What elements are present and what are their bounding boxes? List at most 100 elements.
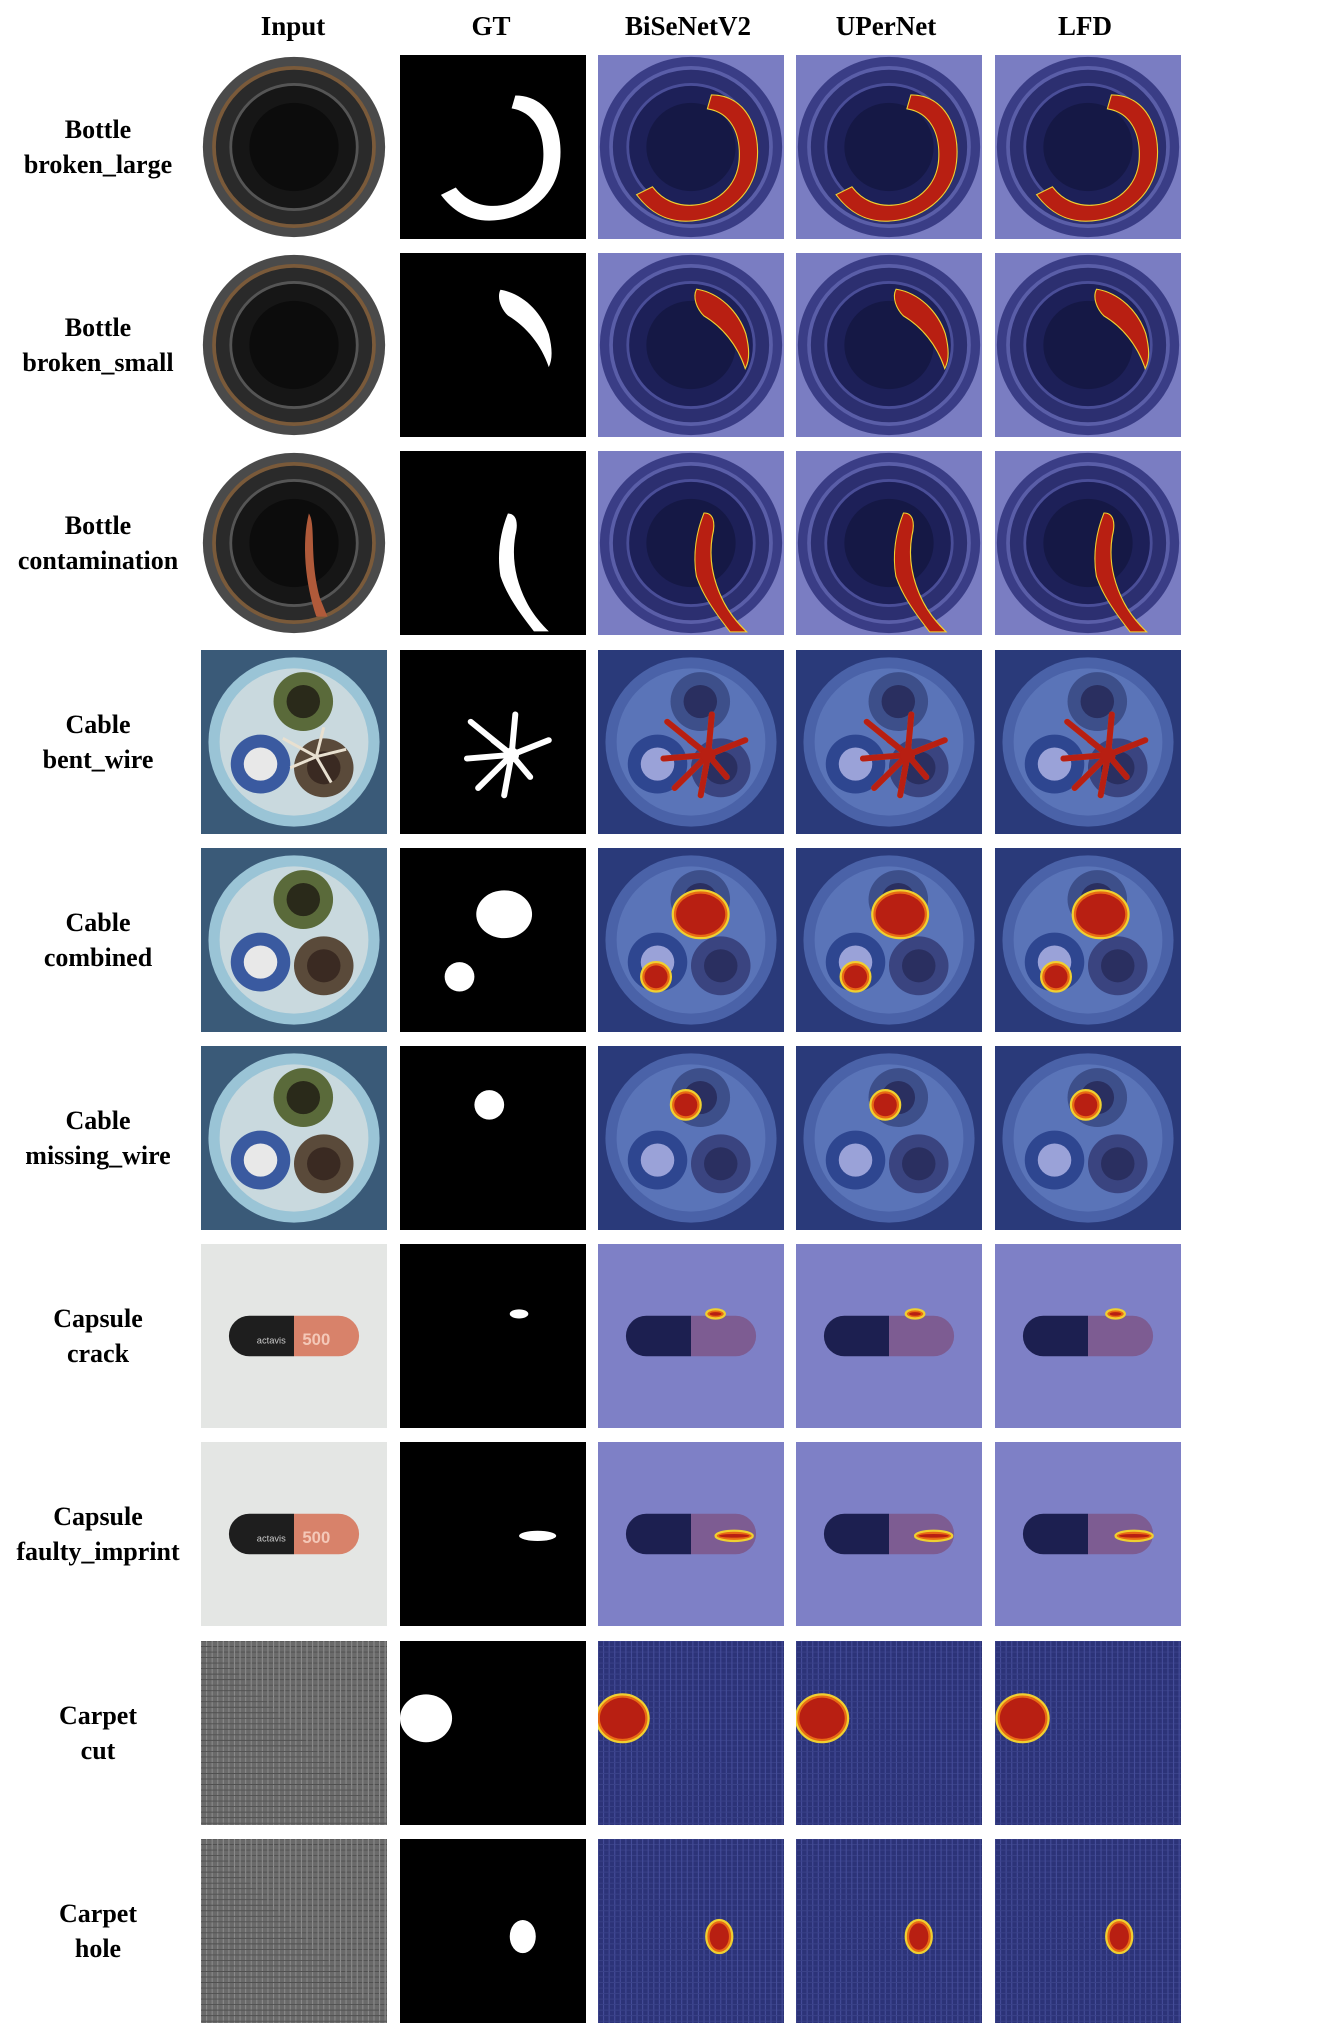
input-image xyxy=(201,1839,387,2023)
upernet-heatmap xyxy=(796,1244,982,1428)
lfd-heatmap xyxy=(995,1442,1181,1626)
row-defect-name: contamination xyxy=(17,546,179,575)
row-defect-name: faulty_imprint xyxy=(16,1537,180,1566)
row-object-name: Bottle xyxy=(64,313,132,342)
lfd-heatmap xyxy=(995,1244,1181,1428)
row-object-name: Capsule xyxy=(53,1502,143,1531)
bisenetv2-heatmap xyxy=(598,253,784,437)
bisenetv2-heatmap xyxy=(598,1046,784,1230)
input-image-graphic xyxy=(201,650,387,834)
bisenetv2-heatmap-graphic xyxy=(598,650,784,834)
ground-truth-mask xyxy=(400,253,586,437)
input-image-graphic xyxy=(201,848,387,1032)
ground-truth-mask-graphic xyxy=(400,1442,586,1626)
input-image xyxy=(201,650,387,834)
lfd-heatmap-graphic xyxy=(995,55,1181,239)
ground-truth-mask-graphic xyxy=(400,848,586,1032)
upernet-heatmap-graphic xyxy=(796,1839,982,2023)
input-image xyxy=(201,253,387,437)
column-header-lfd: LFD xyxy=(1058,11,1112,41)
row-label: Carpet cut xyxy=(0,1641,196,1825)
lfd-heatmap xyxy=(995,650,1181,834)
lfd-heatmap xyxy=(995,1839,1181,2023)
lfd-heatmap-graphic xyxy=(995,1839,1181,2023)
bisenetv2-heatmap-graphic xyxy=(598,451,784,635)
bisenetv2-heatmap xyxy=(598,1839,784,2023)
ground-truth-mask xyxy=(400,848,586,1032)
row-defect-name: crack xyxy=(66,1339,130,1368)
row-defect-name: cut xyxy=(80,1736,116,1765)
ground-truth-mask-graphic xyxy=(400,1641,586,1825)
row-object-name: Carpet xyxy=(59,1701,137,1730)
ground-truth-mask xyxy=(400,1046,586,1230)
upernet-heatmap-graphic xyxy=(796,650,982,834)
bisenetv2-heatmap-graphic xyxy=(598,253,784,437)
ground-truth-mask xyxy=(400,650,586,834)
input-image xyxy=(201,1641,387,1825)
capsule-brand-text: actavis xyxy=(257,1335,286,1345)
bisenetv2-heatmap-graphic xyxy=(598,55,784,239)
ground-truth-mask-graphic xyxy=(400,650,586,834)
lfd-heatmap-graphic xyxy=(995,650,1181,834)
row-defect-name: combined xyxy=(43,943,153,972)
row-object-name: Cable xyxy=(65,908,131,937)
upernet-heatmap xyxy=(796,650,982,834)
row-defect-name: bent_wire xyxy=(42,745,154,774)
input-image-graphic xyxy=(201,451,387,635)
ground-truth-mask-graphic xyxy=(400,451,586,635)
ground-truth-mask xyxy=(400,1442,586,1626)
upernet-heatmap xyxy=(796,1641,982,1825)
input-image-graphic xyxy=(201,253,387,437)
row-label: Bottle broken_large xyxy=(0,55,196,239)
ground-truth-mask xyxy=(400,1244,586,1428)
lfd-heatmap xyxy=(995,1046,1181,1230)
input-image xyxy=(201,848,387,1032)
ground-truth-mask xyxy=(400,1641,586,1825)
bisenetv2-heatmap-graphic xyxy=(598,1641,784,1825)
row-label: Capsule faulty_imprint xyxy=(0,1442,196,1626)
lfd-heatmap-graphic xyxy=(995,1442,1181,1626)
lfd-heatmap xyxy=(995,253,1181,437)
bisenetv2-heatmap xyxy=(598,1442,784,1626)
upernet-heatmap-graphic xyxy=(796,1442,982,1626)
row-defect-name: broken_large xyxy=(23,150,173,179)
lfd-heatmap-graphic xyxy=(995,1046,1181,1230)
lfd-heatmap-graphic xyxy=(995,451,1181,635)
bisenetv2-heatmap xyxy=(598,848,784,1032)
bisenetv2-heatmap xyxy=(598,1244,784,1428)
lfd-heatmap xyxy=(995,1641,1181,1825)
row-object-name: Cable xyxy=(65,710,131,739)
ground-truth-mask-graphic xyxy=(400,1244,586,1428)
row-object-name: Bottle xyxy=(64,115,132,144)
row-defect-name: missing_wire xyxy=(25,1141,171,1170)
bisenetv2-heatmap xyxy=(598,1641,784,1825)
column-header-upernet: UPerNet xyxy=(835,11,937,41)
ground-truth-mask xyxy=(400,1839,586,2023)
column-header-input: Input xyxy=(260,11,326,41)
input-image-graphic xyxy=(201,1839,387,2023)
row-defect-name: hole xyxy=(74,1934,122,1963)
upernet-heatmap xyxy=(796,1046,982,1230)
ground-truth-mask-graphic xyxy=(400,253,586,437)
upernet-heatmap-graphic xyxy=(796,1046,982,1230)
upernet-heatmap-graphic xyxy=(796,848,982,1032)
lfd-heatmap-graphic xyxy=(995,253,1181,437)
capsule-brand-text: actavis xyxy=(257,1533,286,1543)
column-header-bisenetv2: BiSeNetV2 xyxy=(625,11,751,41)
upernet-heatmap xyxy=(796,1442,982,1626)
upernet-heatmap-graphic xyxy=(796,55,982,239)
bisenetv2-heatmap xyxy=(598,650,784,834)
upernet-heatmap-graphic xyxy=(796,1244,982,1428)
ground-truth-mask-graphic xyxy=(400,1839,586,2023)
upernet-heatmap-graphic xyxy=(796,1641,982,1825)
ground-truth-mask xyxy=(400,451,586,635)
upernet-heatmap xyxy=(796,253,982,437)
bisenetv2-heatmap-graphic xyxy=(598,1046,784,1230)
